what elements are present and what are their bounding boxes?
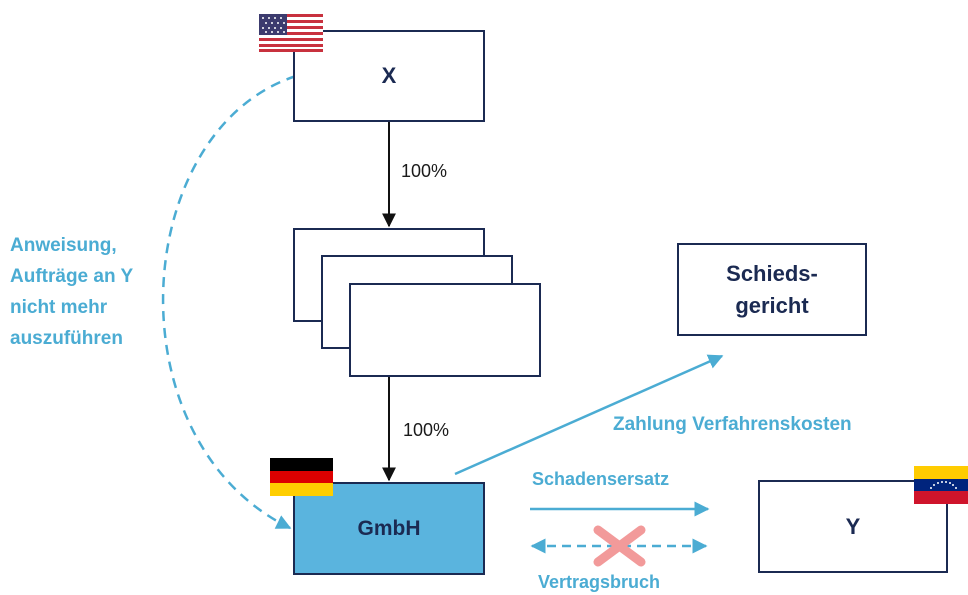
holding-chain-box	[349, 283, 541, 377]
instruction-line: Aufträge an Y	[10, 266, 134, 287]
venezuela-flag-icon	[914, 466, 968, 504]
arbitration-court-label-line1: Schieds-	[726, 260, 818, 286]
instruction-dashed-arrow	[161, 74, 297, 530]
ownership-percent-bottom: 100%	[403, 420, 450, 440]
damages-label: Schadensersatz	[532, 469, 670, 489]
entity-x-box: X	[293, 30, 485, 122]
ownership-percent-top: 100%	[401, 161, 448, 181]
payment-label: Zahlung Verfahrenskosten	[613, 414, 852, 435]
cross-out-mark	[593, 525, 646, 567]
breach-label: Vertragsbruch	[538, 572, 661, 592]
entity-gmbh-box: GmbH	[293, 482, 485, 575]
entity-x-label: X	[381, 63, 397, 88]
instruction-line: auszuführen	[10, 328, 123, 349]
instruction-line: nicht mehr	[10, 297, 108, 318]
arbitration-court-box: Schieds- gericht	[677, 243, 867, 336]
germany-flag-icon	[270, 458, 333, 496]
usa-flag-icon	[259, 14, 323, 52]
instruction-label: Anweisung, Aufträge an Y nicht mehr ausz…	[10, 230, 185, 354]
payment-arrow	[454, 354, 724, 476]
entity-y-label: Y	[845, 513, 861, 539]
arbitration-court-label-line2: gericht	[735, 292, 809, 318]
instruction-line: Anweisung,	[10, 235, 117, 256]
entity-gmbh-label: GmbH	[357, 516, 421, 540]
